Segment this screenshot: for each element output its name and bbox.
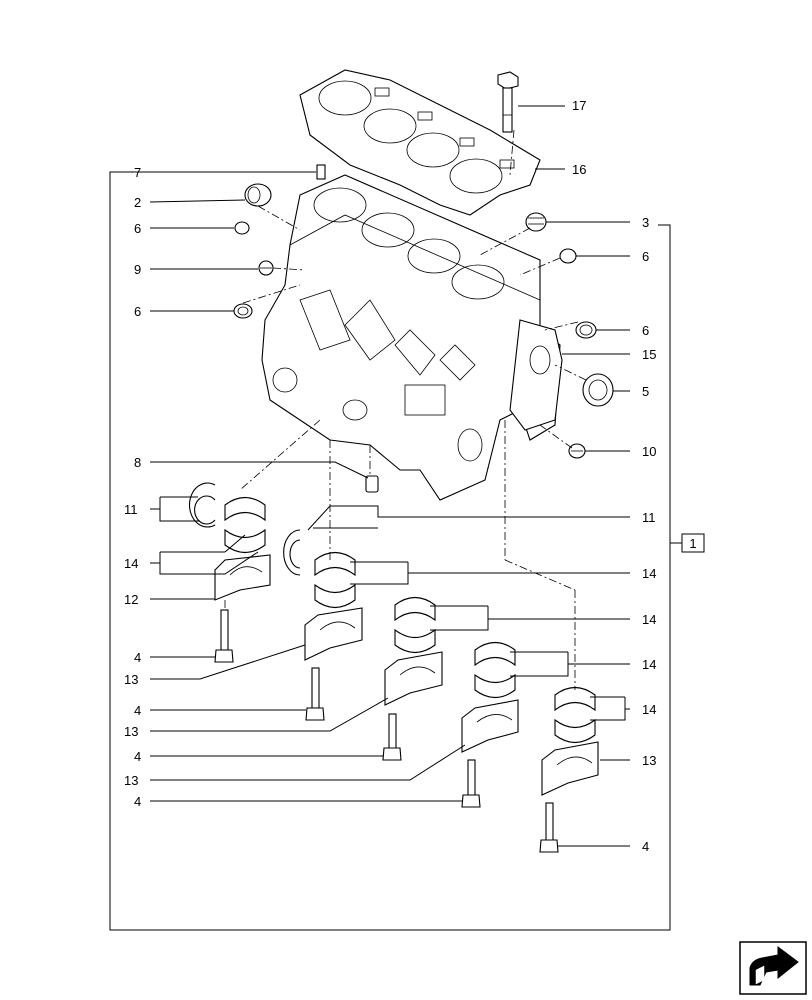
callout-3: 3 xyxy=(642,215,649,230)
bearing-shells-4 xyxy=(474,641,516,699)
callouts: 17 16 7 2 3 6 6 9 6 6 15 5 10 8 11 11 14… xyxy=(124,98,656,854)
plug-9 xyxy=(258,260,274,276)
bushing-5 xyxy=(582,373,614,407)
group-label: 1 xyxy=(689,536,696,551)
gear-case-plate-15 xyxy=(509,319,563,431)
callout-4: 4 xyxy=(134,703,141,718)
callout-4: 4 xyxy=(134,794,141,809)
cap-bolt-1 xyxy=(214,609,234,663)
plug-8 xyxy=(365,475,379,493)
callout-14: 14 xyxy=(642,702,656,717)
plug-3 xyxy=(525,212,547,232)
callout-13: 13 xyxy=(124,773,138,788)
callout-11: 11 xyxy=(124,502,138,517)
bearing-cap-13c xyxy=(461,699,519,753)
callout-6: 6 xyxy=(642,249,649,264)
callout-10: 10 xyxy=(642,444,656,459)
callout-13: 13 xyxy=(124,724,138,739)
cap-bolt-2 xyxy=(305,667,325,721)
group-bracket: 1 xyxy=(109,171,705,931)
callout-12: 12 xyxy=(124,592,138,607)
callout-15: 15 xyxy=(642,347,656,362)
callout-2: 2 xyxy=(134,195,141,210)
callout-4: 4 xyxy=(134,749,141,764)
leader-lines xyxy=(149,105,630,847)
callout-4: 4 xyxy=(642,839,649,854)
callout-9: 9 xyxy=(134,262,141,277)
callout-7: 7 xyxy=(134,165,141,180)
bearing-shells-1 xyxy=(224,496,266,554)
thrust-washer-left xyxy=(189,482,216,528)
bearing-cap-13d xyxy=(541,741,599,796)
head-gasket xyxy=(299,69,541,216)
cap-bolt-5 xyxy=(539,802,559,853)
callout-4: 4 xyxy=(134,650,141,665)
callout-8: 8 xyxy=(134,455,141,470)
next-page-arrow-icon[interactable] xyxy=(739,941,807,995)
callout-13: 13 xyxy=(124,672,138,687)
callout-13: 13 xyxy=(642,753,656,768)
bearing-shells-5 xyxy=(554,686,596,744)
callout-14: 14 xyxy=(642,657,656,672)
cap-bolt-4 xyxy=(461,759,481,808)
cap-bolt-3 xyxy=(382,713,402,761)
callout-17: 17 xyxy=(572,98,586,113)
bearing-shells-2 xyxy=(314,551,356,609)
callout-16: 16 xyxy=(572,162,586,177)
bearing-cap-12 xyxy=(214,554,271,601)
callout-6: 6 xyxy=(642,323,649,338)
center-lines xyxy=(224,129,587,690)
seal-6d xyxy=(575,321,597,339)
callout-5: 5 xyxy=(642,384,649,399)
bearing-cap-13a xyxy=(304,607,363,661)
callout-14: 14 xyxy=(124,556,138,571)
plug-10 xyxy=(568,443,586,459)
cylinder-block xyxy=(261,174,561,501)
head-bolt xyxy=(497,71,519,133)
bearing-cap-13b xyxy=(384,651,443,706)
callout-14: 14 xyxy=(642,612,656,627)
thrust-washer-center xyxy=(283,529,301,576)
plug-2 xyxy=(244,183,272,207)
plug-6a xyxy=(234,221,250,235)
callout-14: 14 xyxy=(642,566,656,581)
dowel-pin xyxy=(316,164,326,180)
bearing-shells-3 xyxy=(394,596,436,654)
seal-6c xyxy=(233,303,253,319)
callout-6: 6 xyxy=(134,221,141,236)
callout-11: 11 xyxy=(642,510,656,525)
callout-6: 6 xyxy=(134,304,141,319)
plug-6b xyxy=(559,248,577,264)
